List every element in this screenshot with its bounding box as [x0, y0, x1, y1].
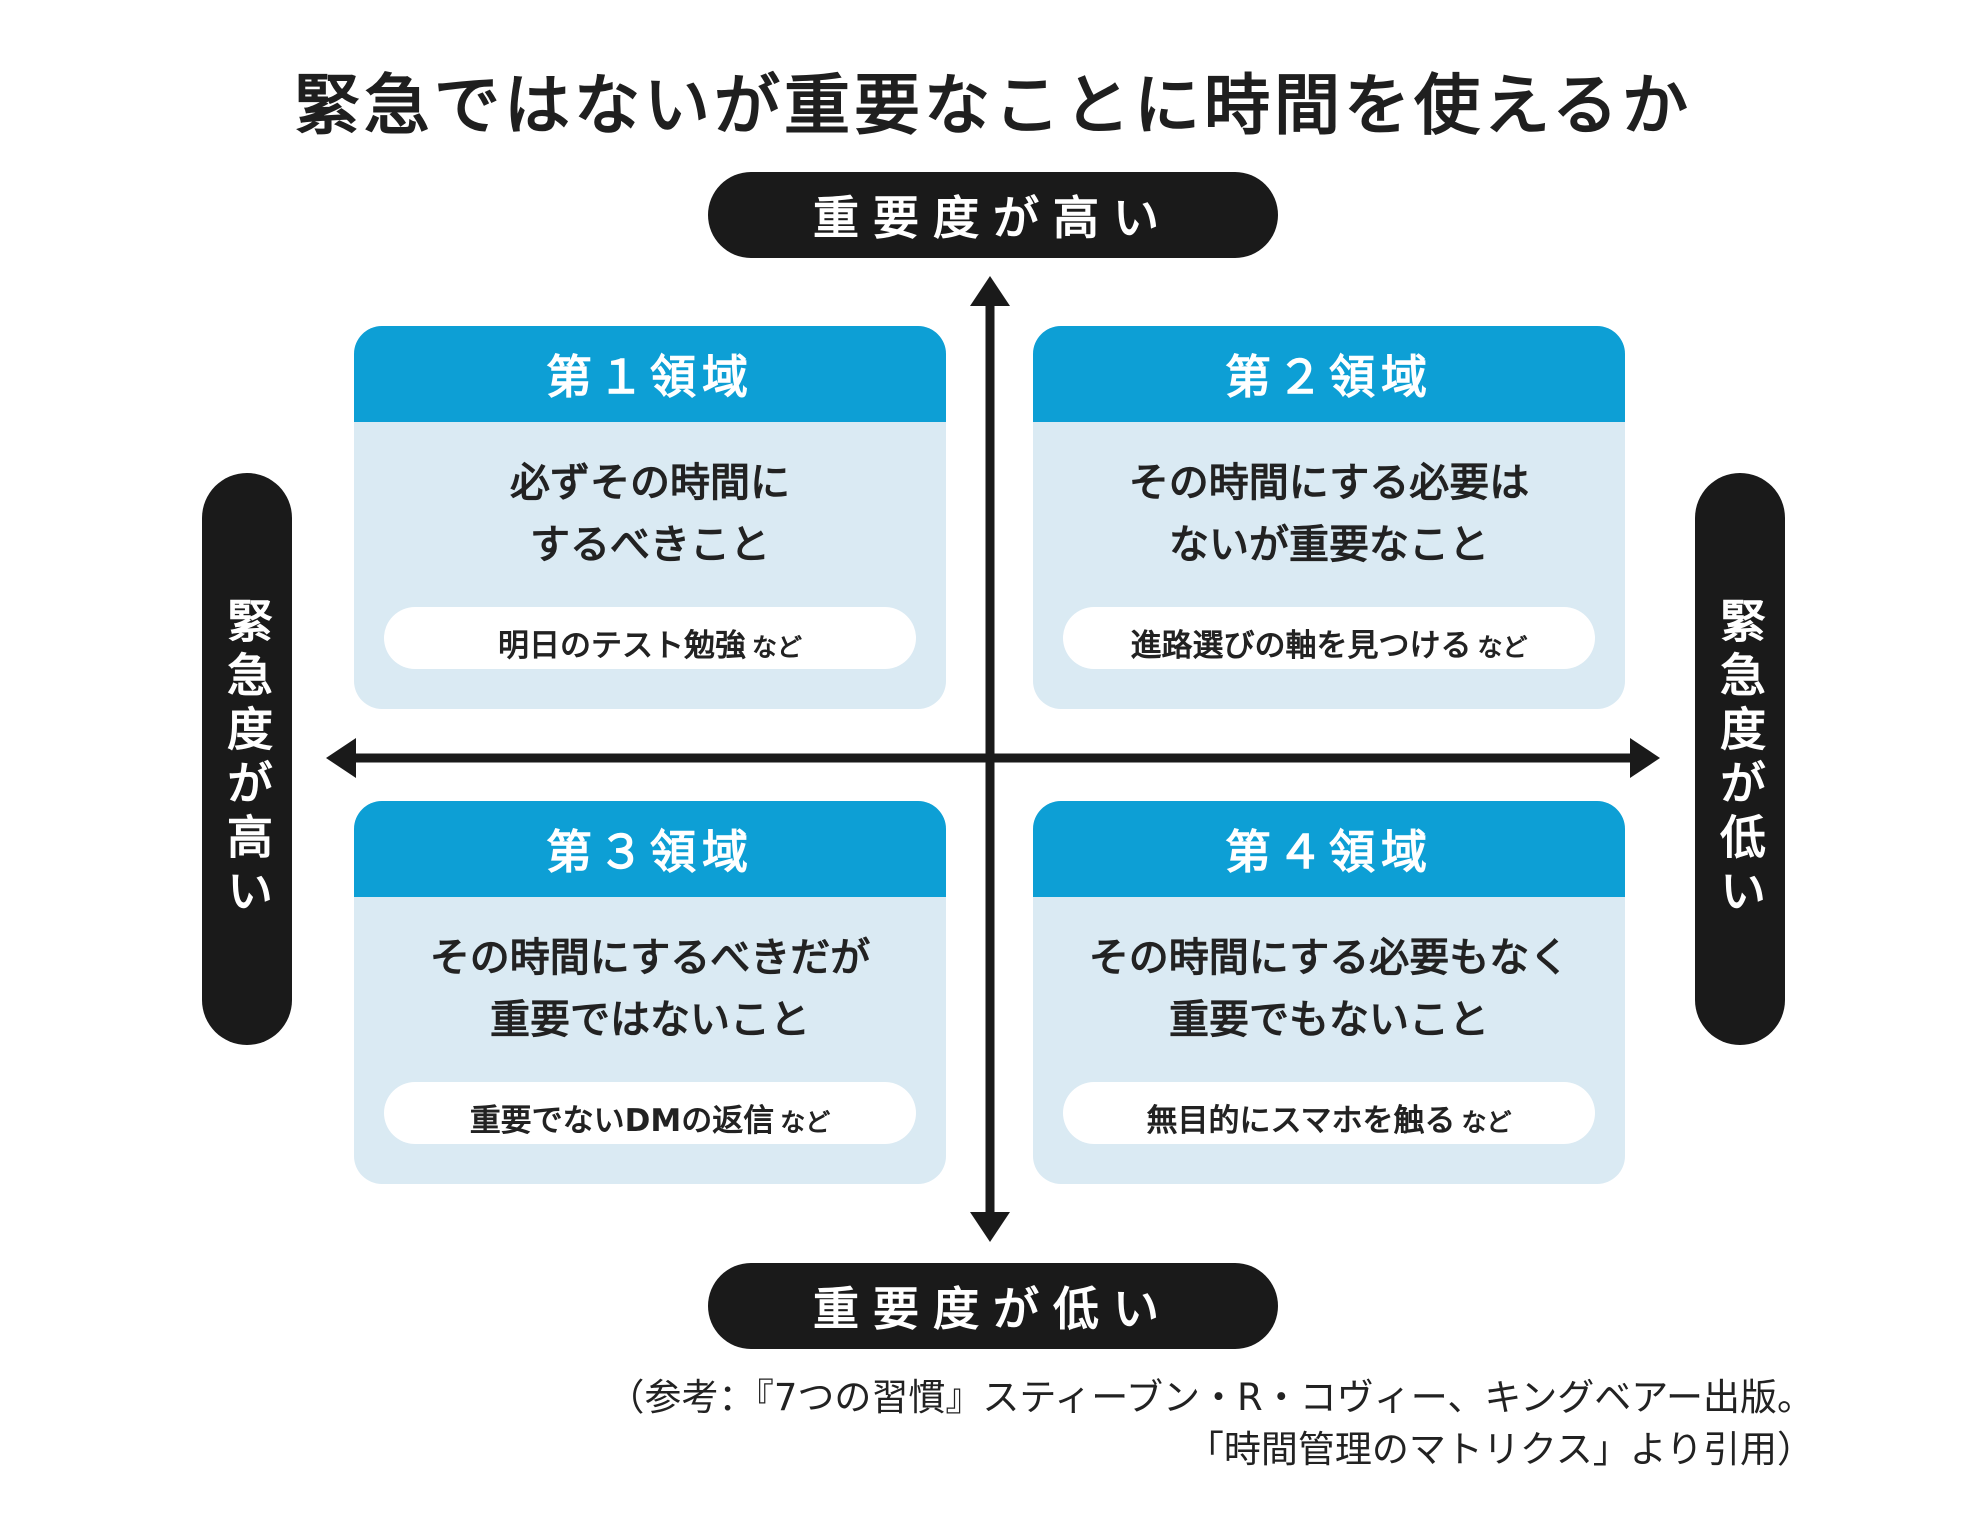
- axis-label-right: 緊急度が低い: [1713, 597, 1767, 921]
- quadrant-example: 明日のテスト勉強など: [384, 607, 916, 669]
- example-suffix: など: [780, 1108, 831, 1137]
- arrow-left-icon: [326, 738, 356, 778]
- quadrant-description-line: するべきこと: [530, 522, 770, 568]
- page-title: 緊急ではないが重要なことに時間を使えるか: [293, 67, 1693, 144]
- axis-label-left: 緊急度が高い: [220, 597, 274, 921]
- quadrant-description-line: ないが重要なこと: [1169, 522, 1489, 568]
- axis-label-left-pill: 緊急度が高い: [202, 473, 292, 1045]
- example-text: 進路選びの軸を見つける: [1130, 628, 1472, 664]
- quadrant-description: 必ずその時間に するべきこと: [354, 422, 946, 576]
- axis-label-top: 重要度が高い: [708, 172, 1278, 258]
- quadrant-4: 第４領域 その時間にする必要もなく 重要でもないこと 無目的にスマホを触るなど: [1033, 801, 1625, 1184]
- quadrant-description-line: 必ずその時間に: [510, 460, 790, 506]
- source-line: （参考：『7つの習慣』スティーブン・R・コヴィー、キングベアー出版。: [607, 1376, 1814, 1419]
- axis-label-bottom: 重要度が低い: [708, 1263, 1278, 1349]
- quadrant-2: 第２領域 その時間にする必要は ないが重要なこと 進路選びの軸を見つけるなど: [1033, 326, 1625, 709]
- quadrant-example: 重要でないDMの返信など: [384, 1082, 916, 1144]
- quadrant-description: その時間にするべきだが 重要ではないこと: [354, 897, 946, 1051]
- quadrant-1: 第１領域 必ずその時間に するべきこと 明日のテスト勉強など: [354, 326, 946, 709]
- quadrant-title: 第２領域: [1033, 326, 1625, 422]
- source-line: 「時間管理のマトリクス」より引用）: [1186, 1428, 1814, 1471]
- quadrant-title: 第１領域: [354, 326, 946, 422]
- source-citation: （参考：『7つの習慣』スティーブン・R・コヴィー、キングベアー出版。 「時間管理…: [607, 1372, 1814, 1476]
- quadrant-description-line: 重要ではないこと: [490, 997, 810, 1043]
- example-suffix: など: [1477, 633, 1528, 662]
- example-text: 無目的にスマホを触る: [1146, 1103, 1456, 1139]
- quadrant-example: 進路選びの軸を見つけるなど: [1063, 607, 1595, 669]
- arrow-up-icon: [970, 276, 1010, 306]
- quadrant-title: 第３領域: [354, 801, 946, 897]
- arrow-down-icon: [970, 1212, 1010, 1242]
- example-text: 重要でないDMの返信: [469, 1103, 775, 1139]
- example-suffix: など: [751, 633, 802, 662]
- quadrant-3: 第３領域 その時間にするべきだが 重要ではないこと 重要でないDMの返信など: [354, 801, 946, 1184]
- quadrant-title: 第４領域: [1033, 801, 1625, 897]
- quadrant-description: その時間にする必要は ないが重要なこと: [1033, 422, 1625, 576]
- quadrant-example: 無目的にスマホを触るなど: [1063, 1082, 1595, 1144]
- quadrant-description-line: その時間にするべきだが: [429, 935, 871, 981]
- arrow-right-icon: [1630, 738, 1660, 778]
- axis-label-right-pill: 緊急度が低い: [1695, 473, 1785, 1045]
- quadrant-description-line: その時間にする必要は: [1128, 460, 1530, 506]
- quadrant-description-line: 重要でもないこと: [1169, 997, 1489, 1043]
- quadrant-description-line: その時間にする必要もなく: [1088, 935, 1570, 981]
- quadrant-description: その時間にする必要もなく 重要でもないこと: [1033, 897, 1625, 1051]
- example-text: 明日のテスト勉強: [497, 628, 746, 664]
- example-suffix: など: [1461, 1108, 1512, 1137]
